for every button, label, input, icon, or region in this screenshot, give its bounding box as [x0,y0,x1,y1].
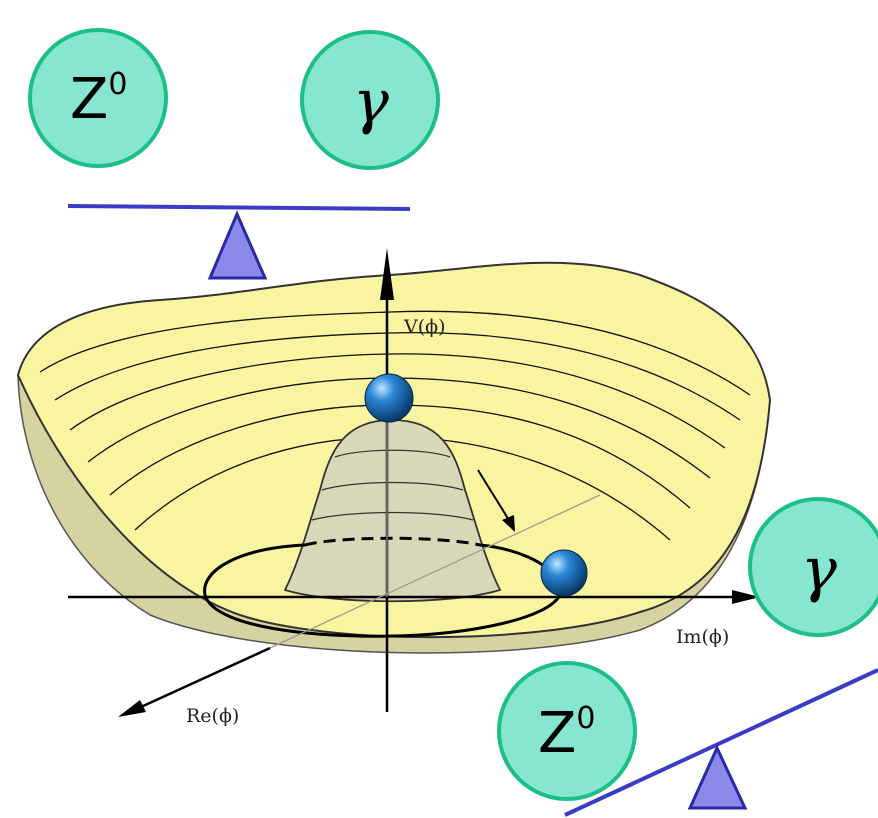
ball-bottom [541,550,587,596]
svg-text:γ: γ [801,535,837,605]
pivot-upper [210,214,265,278]
re-axis-label: Re(ϕ) [186,705,239,727]
particle-gamma-upper: γ [302,32,438,168]
pivot-lower [690,748,745,808]
ball-top [365,374,413,422]
v-axis-label: V(ϕ) [403,316,446,338]
particle-z-upper: Z0 [30,30,166,166]
particle-gamma-right: γ [750,499,878,635]
balance-beam-upper [68,206,410,209]
particle-z-lower: Z0 [499,663,635,799]
svg-text:γ: γ [353,67,389,137]
im-axis-label: Im(ϕ) [676,626,729,648]
re-axis-arrowhead [118,700,146,717]
